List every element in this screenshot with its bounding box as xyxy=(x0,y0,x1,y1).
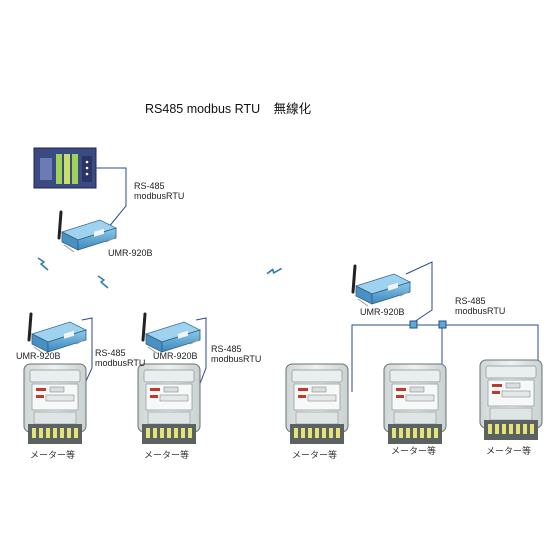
diagram-title: RS485 modbus RTU 無線化 xyxy=(145,98,321,117)
wire-bus-main xyxy=(351,324,443,392)
device-model-label: UMR-920B xyxy=(360,307,405,317)
protocol-label-2: RS-485 modbusRTU xyxy=(95,348,146,368)
device-model-label: UMR-920B xyxy=(16,351,61,361)
meter-2-icon xyxy=(137,363,201,445)
radio-modem-slave-1-icon xyxy=(27,312,88,356)
wireless-link-icon xyxy=(97,275,109,289)
meter-label: メーター等 xyxy=(292,450,338,460)
wireless-link-icon xyxy=(37,257,49,271)
meter-label: メーター等 xyxy=(30,450,76,460)
radio-modem-master-icon xyxy=(57,210,118,254)
wire-plc-to-master xyxy=(96,167,127,229)
meter-label: メーター等 xyxy=(144,450,190,460)
wire-bus-device xyxy=(405,261,433,323)
protocol-label-4: RS-485 modbusRTU xyxy=(455,296,506,316)
plc-icon xyxy=(33,147,97,189)
radio-modem-slave-2-icon xyxy=(141,312,202,356)
bus-junction-2 xyxy=(438,320,447,329)
protocol-label-1: RS-485 modbusRTU xyxy=(134,181,185,201)
wire-device-to-meter-2 xyxy=(195,317,207,395)
meter-5-icon xyxy=(479,359,543,441)
title-main: RS485 modbus RTU xyxy=(145,102,261,116)
meter-label: メーター等 xyxy=(486,446,532,456)
device-model-label: UMR-920B xyxy=(108,248,153,258)
device-model-label: UMR-920B xyxy=(153,351,198,361)
protocol-label-3: RS-485 modbusRTU xyxy=(211,344,262,364)
meter-label: メーター等 xyxy=(391,446,437,456)
rs485-wires xyxy=(79,167,539,395)
title-suffix: 無線化 xyxy=(273,102,312,116)
meter-1-icon xyxy=(23,363,87,445)
wireless-link-icon xyxy=(266,263,283,279)
bus-junction-1 xyxy=(409,320,418,329)
meter-4-icon xyxy=(383,363,447,445)
radio-modem-slave-3-icon xyxy=(351,264,412,308)
meter-3-icon xyxy=(285,363,349,445)
